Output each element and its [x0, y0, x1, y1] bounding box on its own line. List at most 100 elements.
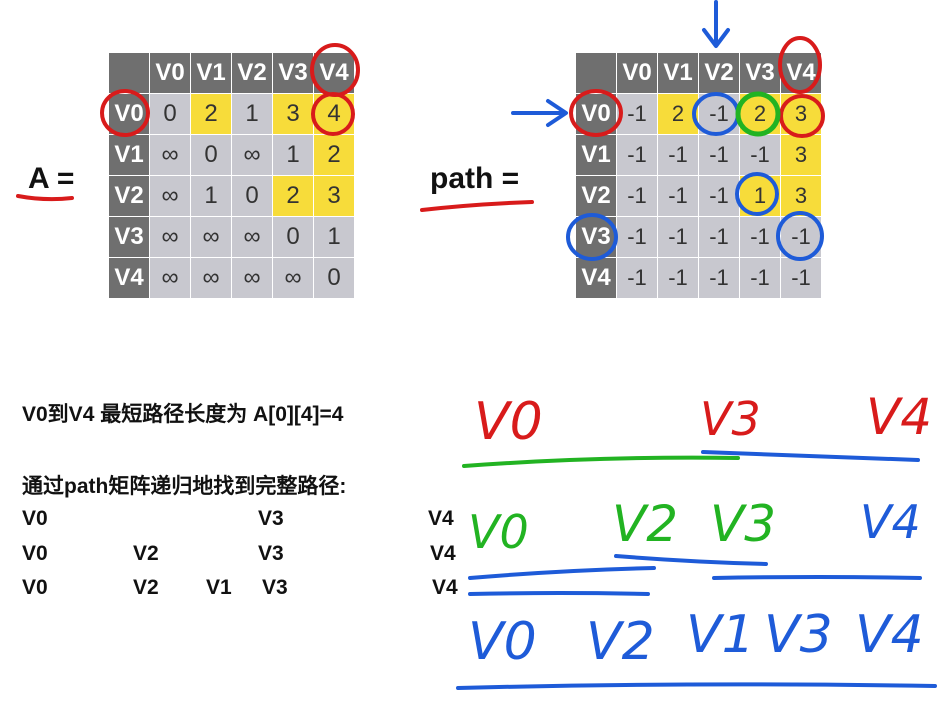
hand-v1-r3: V1: [686, 605, 755, 665]
hand-v0-r3: V0: [468, 612, 537, 672]
matrix-path-name: path: [430, 162, 494, 195]
matrix-a-row-header: V3: [108, 216, 150, 258]
matrix-a-cell: ∞: [149, 257, 191, 299]
path-node: V0: [22, 576, 48, 599]
hand-v4-r3: V4: [855, 605, 924, 665]
hand-v0-r2: V0: [468, 505, 529, 559]
matrix-a-cell: 1: [313, 216, 355, 258]
matrix-path-cell: -1: [616, 257, 658, 299]
arrow-col-v2: [702, 0, 730, 48]
matrix-a-cell: ∞: [149, 216, 191, 258]
matrix-a-cell: 4: [313, 93, 355, 135]
matrix-path-cell: 3: [780, 93, 822, 135]
matrix-a-cell: ∞: [190, 257, 232, 299]
matrix-a-cell: 0: [231, 175, 273, 217]
path-node: V2: [133, 542, 159, 565]
matrix-a-cell: 3: [272, 93, 314, 135]
matrix-path-cell: -1: [780, 257, 822, 299]
matrix-path-col-header: V0: [616, 52, 658, 94]
arrow-row-v0: [511, 99, 568, 127]
matrix-a-cell: 3: [313, 175, 355, 217]
matrix-path-cell: -1: [698, 175, 740, 217]
matrix-path-cell: -1: [616, 134, 658, 176]
hand-v3-r3: V3: [764, 605, 833, 665]
matrix-path-equals: =: [501, 162, 520, 195]
hand-v2-r3: V2: [586, 612, 655, 672]
matrix-path-row-header: V2: [575, 175, 617, 217]
underline-blue-r2d: [468, 591, 650, 596]
matrix-path-cell: 2: [739, 93, 781, 135]
underline-blue-r1: [701, 450, 920, 462]
matrix-path-cell: -1: [698, 257, 740, 299]
matrix-a-col-header: V4: [313, 52, 355, 94]
matrix-a-col-header: V3: [272, 52, 314, 94]
underline-blue-r2a: [468, 566, 656, 580]
underline-blue-r2b: [614, 554, 768, 566]
matrix-path-col-header: V3: [739, 52, 781, 94]
path-node: V3: [258, 507, 284, 530]
matrix-path-col-header: V2: [698, 52, 740, 94]
matrix-a-cell: 2: [313, 134, 355, 176]
matrix-path-cell: 1: [739, 175, 781, 217]
matrix-path-row-header: V0: [575, 93, 617, 135]
matrix-path-cell: -1: [616, 175, 658, 217]
matrix-a-name: A: [28, 162, 49, 195]
path-node: V0: [22, 542, 48, 565]
matrix-path-cell: -1: [616, 216, 658, 258]
matrix-a-cell: 0: [272, 216, 314, 258]
hand-v4-r2: V4: [860, 495, 921, 549]
underline-a: [16, 194, 74, 202]
matrix-path-row-header: V4: [575, 257, 617, 299]
matrix-a-cell: 1: [272, 134, 314, 176]
matrix-path-cell: -1: [657, 257, 699, 299]
recursive-path-text: 通过path矩阵递归地找到完整路径:: [22, 475, 347, 498]
matrix-path-label: path =: [430, 162, 519, 196]
path-node: V3: [262, 576, 288, 599]
matrix-a-col-header: V2: [231, 52, 273, 94]
matrix-a-cell: 0: [149, 93, 191, 135]
hand-v4-r1: V4: [866, 388, 933, 446]
matrix-path-col-header: V4: [780, 52, 822, 94]
matrix-a-cell: 2: [190, 93, 232, 135]
matrix-path-row-header: V3: [575, 216, 617, 258]
matrix-a-cell: 1: [231, 93, 273, 135]
matrix-a-row-header: V2: [108, 175, 150, 217]
underline-blue-r2c: [712, 575, 922, 580]
matrix-path-cell: -1: [739, 216, 781, 258]
matrix-path-cell: -1: [739, 257, 781, 299]
matrix-path-cell: -1: [698, 216, 740, 258]
matrix-a-cell: ∞: [231, 216, 273, 258]
path-node: V3: [258, 542, 284, 565]
matrix-path-cell: -1: [657, 134, 699, 176]
hand-v3-r1: V3: [700, 392, 761, 446]
matrix-a-cell: 1: [190, 175, 232, 217]
matrix-path-cell: -1: [780, 216, 822, 258]
matrix-path-cell: -1: [616, 93, 658, 135]
matrix-a-cell: 0: [313, 257, 355, 299]
matrix-path-row-header: V1: [575, 134, 617, 176]
matrix-a-col-header: V0: [149, 52, 191, 94]
matrix-a-corner: [108, 52, 150, 94]
matrix-a-cell: 2: [272, 175, 314, 217]
matrix-a: V0 V1 V2 V3 V4 V0 0 2 1 3 4 V1 ∞ 0 ∞ 1 2…: [108, 52, 355, 299]
hand-v3-r2: V3: [710, 495, 777, 553]
underline-path: [420, 200, 534, 212]
matrix-path-cell: 2: [657, 93, 699, 135]
matrix-path-cell: -1: [657, 175, 699, 217]
path-node: V4: [428, 507, 454, 530]
matrix-a-equals: =: [56, 162, 75, 195]
matrix-a-row-header: V4: [108, 257, 150, 299]
path-node: V4: [432, 576, 458, 599]
path-node: V1: [206, 576, 232, 599]
underline-green-r1: [462, 455, 740, 468]
matrix-a-col-header: V1: [190, 52, 232, 94]
matrix-path-col-header: V1: [657, 52, 699, 94]
matrix-a-row-header: V1: [108, 134, 150, 176]
matrix-path-corner: [575, 52, 617, 94]
matrix-path-cell: -1: [698, 134, 740, 176]
matrix-a-cell: ∞: [272, 257, 314, 299]
matrix-path: V0 V1 V2 V3 V4 V0 -1 2 -1 2 3 V1 -1 -1 -…: [575, 52, 822, 299]
matrix-a-row-header: V0: [108, 93, 150, 135]
matrix-a-cell: ∞: [231, 257, 273, 299]
matrix-path-cell: -1: [657, 216, 699, 258]
